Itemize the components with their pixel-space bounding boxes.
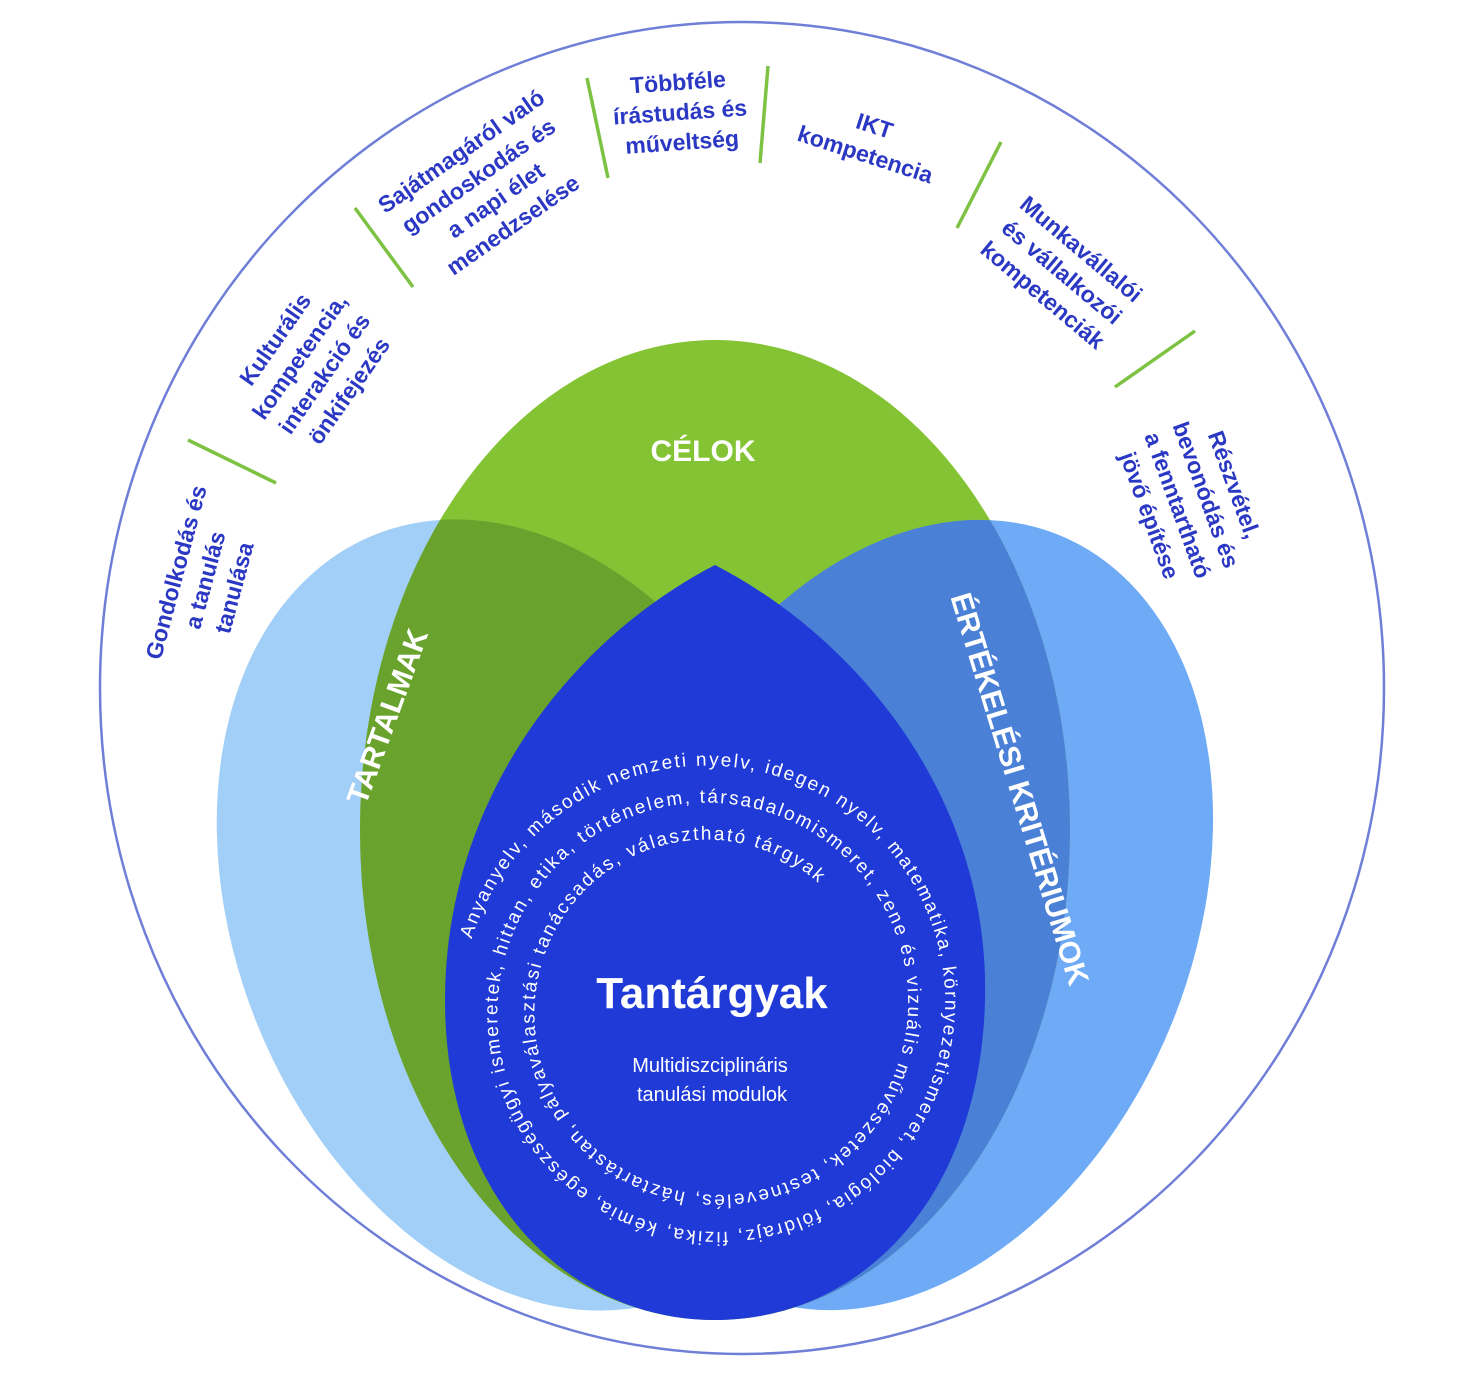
competence-label-line: műveltség: [624, 125, 739, 159]
competence-label: Részvétel,bevonódás ésa fenntarthatójövő…: [1111, 408, 1272, 592]
core-title: Tantárgyak: [596, 969, 828, 1018]
competence-label: Sajátmagáról valógondoskodás ésa napi él…: [373, 84, 601, 292]
core-subtitle-line2: tanulási modulok: [637, 1084, 788, 1106]
competence-label: Kulturáliskompetencia,interakció ésönkif…: [222, 272, 401, 459]
divider: [955, 141, 1003, 229]
goals-label: CÉLOK: [651, 434, 756, 468]
subjects-core: [445, 565, 986, 1320]
competence-label-line: Többféle: [629, 66, 726, 99]
core-subtitle-line1: Multidiszciplináris: [632, 1055, 788, 1077]
competence-label: Többféleírástudás ésműveltség: [610, 64, 750, 159]
competence-label: Munkavállalóiés vállalkozóikompetenciák: [976, 190, 1149, 355]
divider: [353, 206, 415, 289]
competence-label: Gondolkodás ésa tanulástanulása: [140, 482, 269, 677]
competence-label-line: írástudás és: [612, 94, 748, 129]
divider: [187, 438, 277, 485]
divider: [758, 65, 770, 164]
divider: [585, 77, 610, 179]
divider: [1113, 329, 1197, 389]
outer-competence-ring: [98, 20, 1386, 1356]
competence-label: IKTkompetencia: [794, 92, 945, 189]
competence-dividers: [187, 65, 1197, 485]
